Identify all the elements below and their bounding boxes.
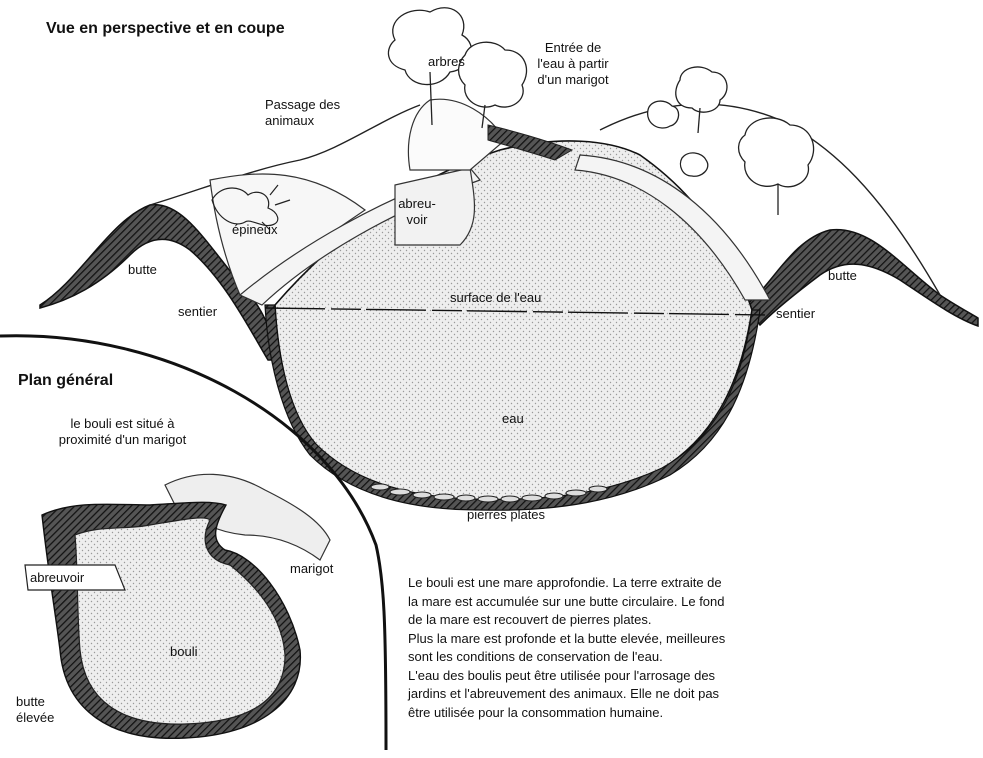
label-abreuvoir-line1: abreu- (392, 196, 442, 212)
caption-line: être utilisée pour la consommation humai… (408, 704, 828, 723)
label-epineux: épineux (232, 222, 278, 238)
label-eau: eau (502, 411, 524, 427)
plan-title: Plan général (18, 372, 113, 390)
label-butte-elevee-line2: élevée (16, 710, 54, 726)
label-situe: le bouli est situé à proximité d'un mari… (40, 416, 205, 448)
label-entree: Entrée de l'eau à partir d'un marigot (528, 40, 618, 88)
label-passage-line1: Passage des (265, 97, 340, 113)
label-butte-left: butte (128, 262, 157, 278)
label-butte-elevee: butte élevée (16, 694, 54, 726)
caption-line: Plus la mare est profonde et la butte el… (408, 630, 828, 649)
label-sentier-right: sentier (776, 306, 815, 322)
label-bouli: bouli (170, 644, 197, 660)
label-sentier-left: sentier (178, 304, 217, 320)
label-surface: surface de l'eau (450, 290, 541, 306)
perspective-title: Vue en perspective et en coupe (46, 20, 285, 38)
label-entree-line3: d'un marigot (528, 72, 618, 88)
caption-text: Le bouli est une mare approfondie. La te… (408, 574, 828, 722)
caption-line: la mare est accumulée sur une butte circ… (408, 593, 828, 612)
caption-line: Le bouli est une mare approfondie. La te… (408, 574, 828, 593)
label-butte-right: butte (828, 268, 857, 284)
label-marigot: marigot (290, 561, 333, 577)
label-situe-line2: proximité d'un marigot (40, 432, 205, 448)
caption-line: jardins et l'abreuvement des animaux. El… (408, 685, 828, 704)
label-abreuvoir-plan: abreuvoir (30, 570, 84, 586)
label-entree-line2: l'eau à partir (528, 56, 618, 72)
label-arbres: arbres (428, 54, 465, 70)
caption-line: L'eau des boulis peut être utilisée pour… (408, 667, 828, 686)
caption-line: sont les conditions de conservation de l… (408, 648, 828, 667)
label-abreuvoir-section: abreu- voir (392, 196, 442, 228)
label-pierres: pierres plates (467, 507, 545, 523)
label-passage: Passage des animaux (265, 97, 340, 129)
plan-bouli (75, 518, 285, 724)
caption-line: de la mare est recouvert de pierres plat… (408, 611, 828, 630)
label-entree-line1: Entrée de (528, 40, 618, 56)
label-situe-line1: le bouli est situé à (40, 416, 205, 432)
label-butte-elevee-line1: butte (16, 694, 54, 710)
label-passage-line2: animaux (265, 113, 340, 129)
label-abreuvoir-line2: voir (392, 212, 442, 228)
